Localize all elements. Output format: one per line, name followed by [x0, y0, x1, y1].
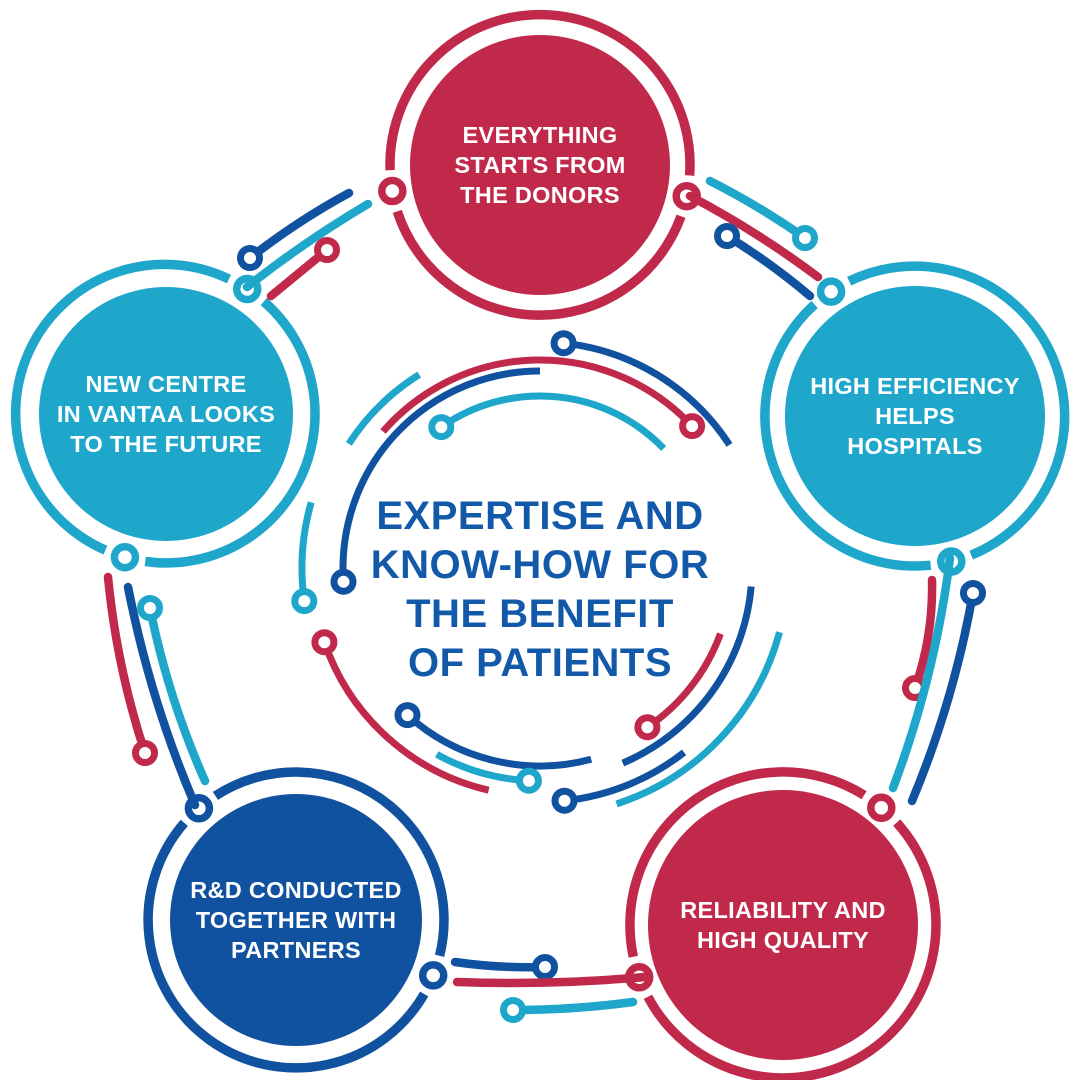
connector-dot — [960, 580, 986, 606]
connector-dot — [816, 277, 846, 306]
node-reliability: RELIABILITY AND HIGH QUALITY — [648, 790, 918, 1060]
inner-arc — [621, 586, 755, 767]
center-line: EXPERTISE AND — [376, 494, 704, 538]
inner-arc — [321, 641, 490, 794]
node-label-line: STARTS FROM — [454, 152, 626, 178]
node-label-line: HOSPITALS — [847, 433, 983, 459]
connector-line — [508, 997, 638, 1015]
node-label-line: HELPS — [875, 403, 955, 429]
connector-dot — [394, 702, 421, 729]
connector-dot — [237, 245, 263, 271]
connector-line — [145, 603, 210, 786]
connector-dot — [679, 413, 706, 440]
connector-line — [242, 199, 373, 292]
connector-dot — [500, 997, 526, 1023]
inner-arc — [563, 339, 733, 447]
node-ring — [392, 209, 686, 320]
connector-dot — [330, 568, 357, 595]
inner-arc — [339, 367, 541, 582]
node-ring — [385, 9, 695, 176]
connector-dot — [532, 954, 558, 980]
connector-line — [123, 582, 200, 810]
center-line: KNOW-HOW FOR — [370, 543, 710, 587]
node-label-line: IN VANTAA LOOKS — [56, 401, 276, 427]
node-label-line: TOGETHER WITH — [195, 907, 397, 933]
inner-arc — [380, 356, 695, 434]
connector-dot — [867, 793, 896, 823]
inner-arc — [405, 712, 593, 770]
node-ring — [10, 259, 232, 555]
node-efficiency: HIGH EFFICIENCY HELPS HOSPITALS — [785, 286, 1045, 546]
inner-arc — [615, 631, 783, 808]
connector-dot — [378, 176, 407, 206]
node-donors: EVERYTHING STARTS FROM THE DONORS — [410, 35, 670, 295]
connector-line — [907, 588, 978, 806]
center-line: THE BENEFIT — [406, 592, 674, 636]
node-vantaa: NEW CENTRE IN VANTAA LOOKS TO THE FUTURE — [39, 287, 293, 541]
node-ring — [760, 300, 932, 571]
connector-dot — [551, 787, 578, 814]
node-label-line: EVERYTHING — [462, 122, 618, 148]
connector-dot — [137, 595, 163, 621]
connector-line — [452, 972, 650, 988]
connector-dot — [291, 588, 318, 615]
inner-arc — [439, 392, 667, 451]
connector-line — [450, 957, 550, 972]
node-label-line: RELIABILITY AND — [680, 897, 886, 923]
node-label-line: R&D CONDUCTED — [190, 877, 402, 903]
node-label-line: THE DONORS — [460, 182, 620, 208]
node-label-line: HIGH EFFICIENCY — [810, 373, 1020, 399]
node-label-line: TO THE FUTURE — [70, 431, 262, 457]
node-partners: R&D CONDUCTED TOGETHER WITH PARTNERS — [170, 794, 422, 1046]
node-label-line: HIGH QUALITY — [696, 927, 869, 953]
connector-dot — [714, 223, 740, 249]
node-label-line: NEW CENTRE — [85, 371, 247, 397]
node-ring — [144, 297, 320, 568]
inner-arc — [345, 371, 422, 446]
inner-arc — [564, 749, 687, 805]
connector-dot — [314, 237, 340, 263]
connector-line — [685, 191, 823, 282]
node-ring — [643, 819, 941, 1080]
center-statement: EXPERTISE AND KNOW-HOW FOR THE BENEFIT O… — [300, 492, 780, 688]
connector-dot — [110, 542, 140, 572]
center-line: OF PATIENTS — [407, 641, 672, 685]
connector-dot — [550, 330, 577, 357]
connector-dot — [792, 225, 818, 251]
connector-dot — [132, 740, 158, 766]
connector-dot — [515, 767, 542, 794]
connector-dot — [418, 961, 448, 990]
connector-line — [888, 553, 955, 793]
node-ring — [847, 261, 1070, 560]
node-ring — [625, 767, 867, 958]
connector-dot — [311, 629, 338, 656]
node-ring — [143, 819, 429, 1073]
node-label-line: PARTNERS — [231, 937, 361, 963]
connector-dot — [634, 714, 661, 741]
connector-line — [103, 572, 150, 758]
connector-dot — [428, 414, 455, 441]
node-ring — [212, 767, 449, 957]
